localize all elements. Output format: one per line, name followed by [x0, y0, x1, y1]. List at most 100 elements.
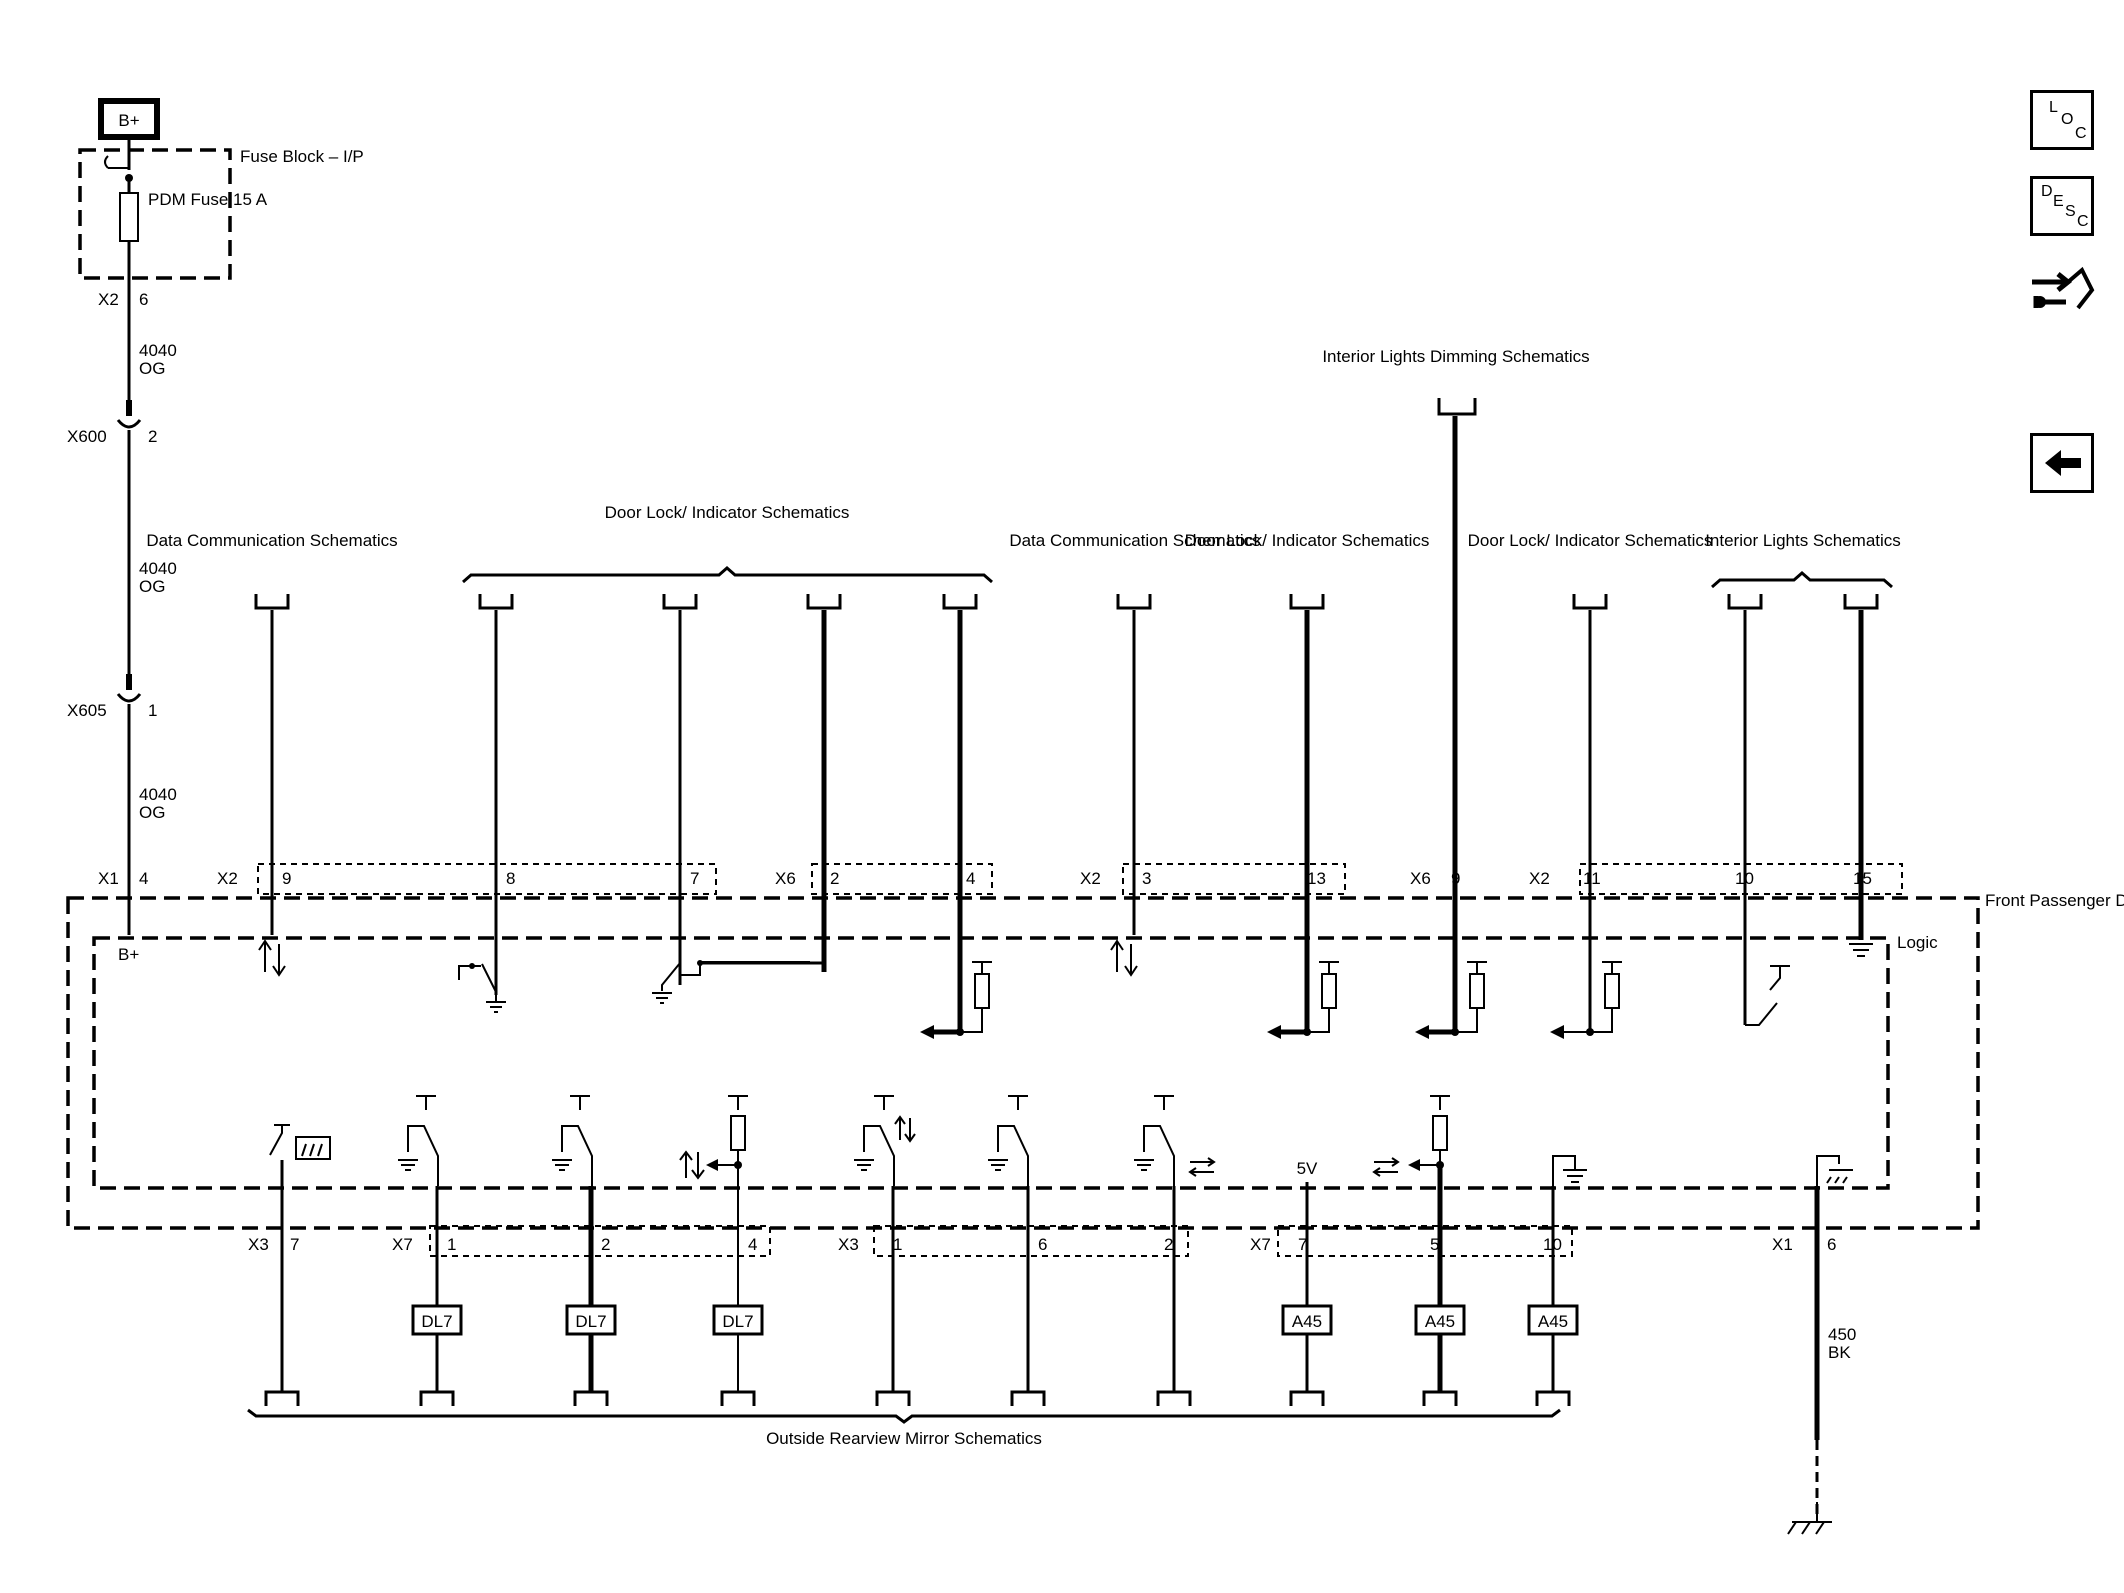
- pullup-input-11: [1550, 961, 1622, 1039]
- back-arrow-icon: [2045, 450, 2081, 476]
- pin-13: 13: [1307, 869, 1326, 888]
- svg-text:B+: B+: [118, 111, 139, 130]
- wire-color-2: OG: [139, 577, 165, 596]
- fuse-block-title: Fuse Block – I/P: [240, 147, 364, 166]
- pin-x7-1: 1: [447, 1235, 456, 1254]
- svg-text:Data Communication Schematics: Data Communication Schematics: [146, 531, 397, 550]
- logic-outline: [92, 936, 1890, 1190]
- pin-x6-2: 2: [830, 869, 839, 888]
- desc-letter-3: S: [2065, 203, 2076, 220]
- switch-ground-7: [652, 933, 826, 1004]
- pin-x6-2-conn: X6: [775, 869, 796, 888]
- svg-text:Door Lock/ Indicator Schematic: Door Lock/ Indicator Schematics: [1185, 531, 1430, 550]
- desc-letter-4: C: [2077, 213, 2089, 230]
- pin-2-bottom: 2: [601, 1235, 610, 1254]
- option-dl7-3: DL7: [712, 1304, 764, 1336]
- wire-circuit-3: 4040: [139, 785, 177, 804]
- ref-data-comm-2[interactable]: Data Communication Schematics: [1009, 531, 1261, 610]
- switch-output-10: [1745, 965, 1790, 1026]
- pin-x1-6: 6: [1827, 1235, 1836, 1254]
- switch-2b: [1134, 1095, 1216, 1392]
- option-a45-3: A45: [1527, 1304, 1579, 1336]
- svg-text:A45: A45: [1538, 1312, 1568, 1331]
- conn-x605-name: X605: [67, 701, 107, 720]
- ref-door-lock-2[interactable]: Door Lock/ Indicator Schematics: [1185, 531, 1430, 610]
- pin-x3-1-conn: X3: [838, 1235, 859, 1254]
- pin-10-top: 10: [1735, 869, 1754, 888]
- option-a45-2: A45: [1414, 1304, 1466, 1336]
- svg-text:Data Communication Schematics: Data Communication Schematics: [1009, 531, 1260, 550]
- switch-2: [552, 1095, 594, 1392]
- module-bplus: B+: [118, 945, 139, 964]
- switch-x3-1: [854, 1095, 916, 1392]
- svg-text:Outside Rearview Mirror Schema: Outside Rearview Mirror Schematics: [766, 1429, 1042, 1448]
- svg-text:Door Lock/ Indicator Schematic: Door Lock/ Indicator Schematics: [605, 503, 850, 522]
- pin-x1-6-conn: X1: [1772, 1235, 1793, 1254]
- pullup-input-4: [920, 961, 992, 1039]
- svg-text:DL7: DL7: [421, 1312, 452, 1331]
- pin-x2-9: 9: [282, 869, 291, 888]
- wire-color-1: OG: [139, 359, 165, 378]
- pin-5-bottom: 5: [1430, 1235, 1439, 1254]
- pin-x2-9-conn: X2: [217, 869, 238, 888]
- switch-6: [988, 1095, 1030, 1392]
- switch-ground-8: [458, 963, 506, 1013]
- svg-text:Interior Lights Schematics: Interior Lights Schematics: [1705, 531, 1901, 550]
- pin-2b-bottom: 2: [1164, 1235, 1173, 1254]
- ground-wire-circuit: 450: [1828, 1325, 1856, 1344]
- loc-letter-3: C: [2075, 125, 2087, 142]
- option-dl7-2: DL7: [565, 1304, 617, 1336]
- svg-text:Interior Lights Dimming Schema: Interior Lights Dimming Schematics: [1322, 347, 1589, 366]
- ground-wire-color: BK: [1828, 1343, 1851, 1362]
- pullup-bidir-5: [1372, 1095, 1450, 1392]
- pin-x2-11-conn: X2: [1529, 869, 1550, 888]
- svg-text:A45: A45: [1425, 1312, 1455, 1331]
- pin-x7-7-conn: X7: [1250, 1235, 1271, 1254]
- conn-x600-pin: 2: [148, 427, 157, 446]
- chassis-ground-icon: [1787, 1502, 1832, 1535]
- ref-outside-mirror[interactable]: Outside Rearview Mirror Schematics: [247, 1390, 1571, 1448]
- description-button[interactable]: D E S C: [2030, 176, 2094, 236]
- pin-x6-9: 9: [1451, 869, 1460, 888]
- pdm-fuse: [119, 192, 139, 242]
- heater-switch: [269, 1124, 331, 1392]
- pin-6-bottom: 6: [1038, 1235, 1047, 1254]
- ref-door-lock-1[interactable]: Door Lock/ Indicator Schematics: [462, 503, 993, 610]
- pin-4-top: 4: [966, 869, 975, 888]
- pin-x7-7: 7: [1298, 1235, 1307, 1254]
- data-arrows-1: [258, 939, 286, 977]
- chassis-ground-internal: [1816, 1155, 1853, 1186]
- svg-text:DL7: DL7: [722, 1312, 753, 1331]
- pin-x2-11: 11: [1583, 869, 1601, 888]
- location-button[interactable]: L O C: [2030, 90, 2094, 150]
- power-source: B+: [98, 98, 160, 140]
- ref-interior-lights[interactable]: Interior Lights Schematics: [1705, 531, 1901, 610]
- fuse-label: PDM Fuse 15 A: [148, 190, 268, 209]
- module-outline: [66, 896, 1980, 1230]
- fuse-block: Fuse Block – I/P PDM Fuse 15 A: [78, 147, 364, 280]
- option-dl7-1: DL7: [411, 1304, 463, 1336]
- conn-x605-pin: 1: [148, 701, 157, 720]
- pin-x2-3: 3: [1142, 869, 1151, 888]
- wire-color-3: OG: [139, 803, 165, 822]
- conn-x600-name: X600: [67, 427, 107, 446]
- pin-x3-7: 7: [290, 1235, 299, 1254]
- wire-circuit-1: 4040: [139, 341, 177, 360]
- desc-letter-2: E: [2053, 193, 2064, 210]
- svg-text:DL7: DL7: [575, 1312, 606, 1331]
- switch-x7-1: [398, 1095, 439, 1392]
- pin-10-bottom: 10: [1543, 1235, 1562, 1254]
- data-arrows-2: [1110, 939, 1138, 977]
- diagnostic-tools-icon[interactable]: [2028, 258, 2098, 328]
- pin-x3-1: 1: [893, 1235, 902, 1254]
- desc-letter-1: D: [2041, 183, 2053, 200]
- conn-x1-4-name: X1: [98, 869, 119, 888]
- pin-x2-3-conn: X2: [1080, 869, 1101, 888]
- pin-x6-9-conn: X6: [1410, 869, 1431, 888]
- ref-data-comm-1[interactable]: Data Communication Schematics: [146, 531, 398, 610]
- ref-door-lock-3[interactable]: Door Lock/ Indicator Schematics: [1468, 531, 1713, 610]
- ref-interior-lights-dimming[interactable]: Interior Lights Dimming Schematics: [1322, 347, 1590, 416]
- back-button[interactable]: [2030, 433, 2094, 493]
- pullup-input-13: [1267, 961, 1339, 1039]
